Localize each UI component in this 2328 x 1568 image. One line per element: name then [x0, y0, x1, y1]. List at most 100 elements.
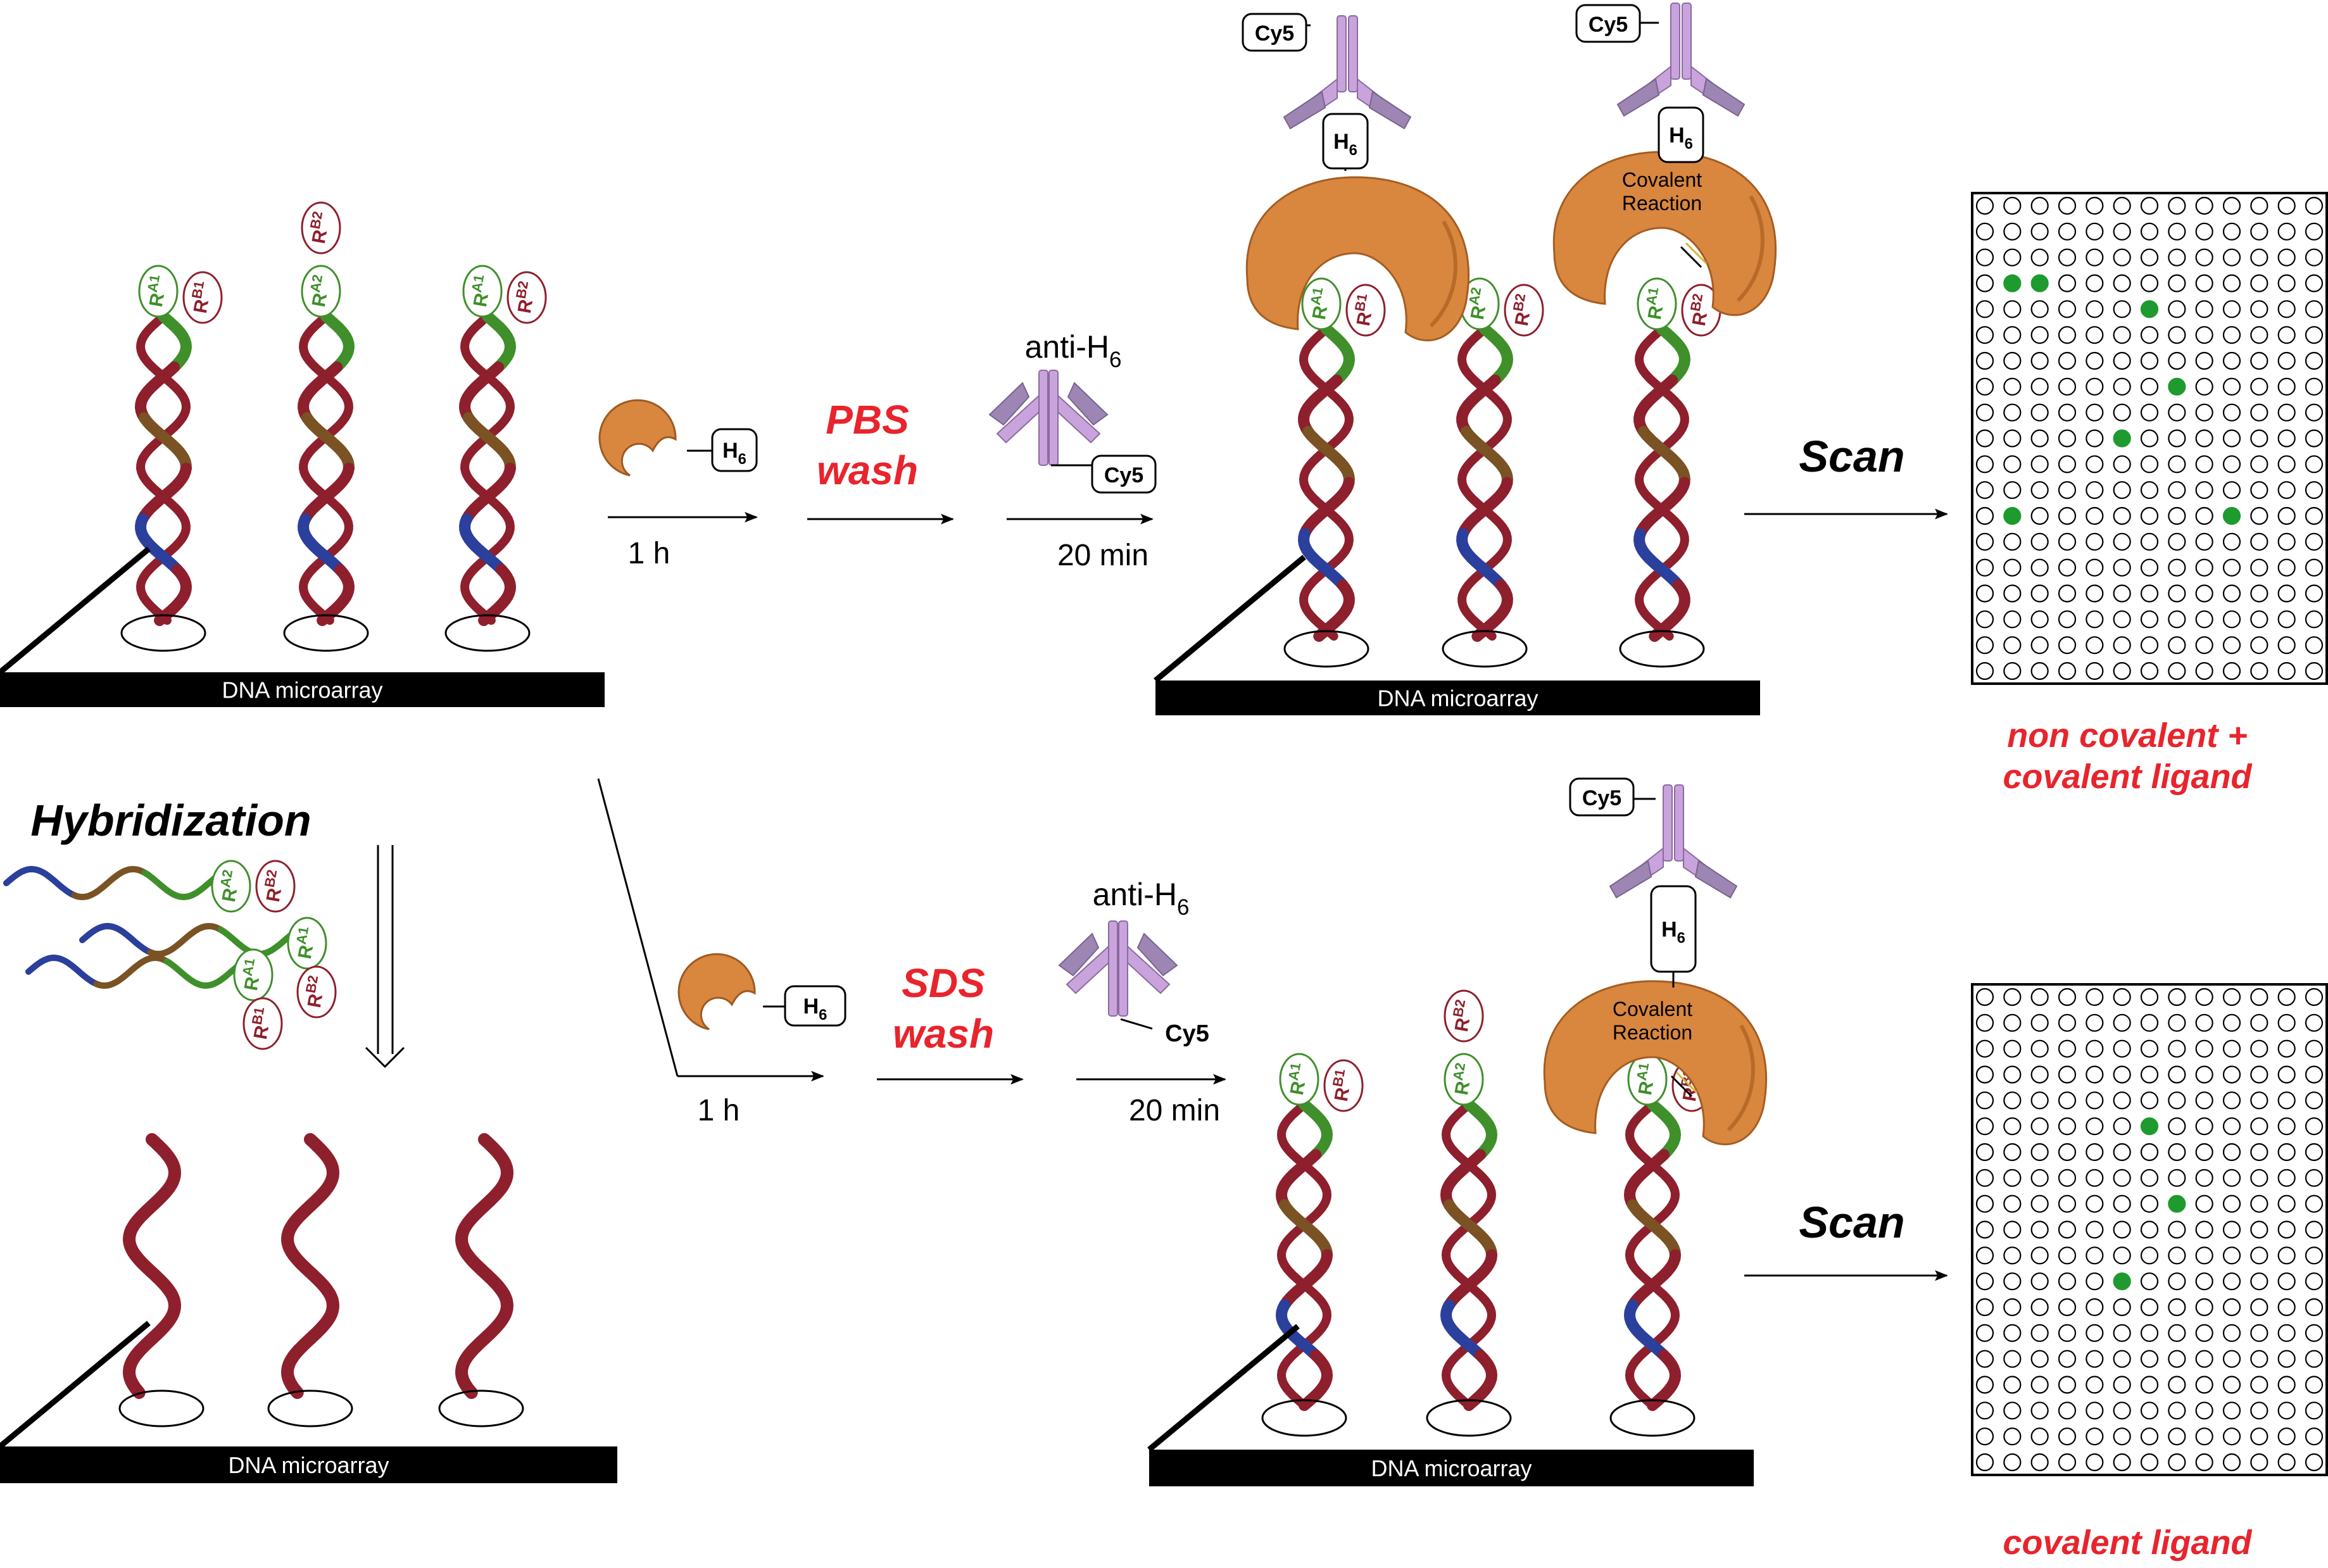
spot-empty [2195, 662, 2213, 681]
spot-empty [2003, 403, 2022, 422]
spot-empty [2277, 1272, 2296, 1291]
bottom-right-strand-3-anchor [1609, 1399, 1696, 1437]
spot-empty [2195, 222, 2213, 241]
top-bound-tag-2-text-sub: 6 [1685, 135, 1693, 153]
top-left-strand-3-ligand-b: RB2 [506, 271, 547, 324]
spot-empty [2030, 662, 2049, 681]
spot-empty [2030, 481, 2049, 499]
spot-empty [2030, 1324, 2049, 1342]
bottom-free-strand-2-ligand-b: RB2 [296, 965, 337, 1019]
spot-empty [2140, 1065, 2159, 1084]
spot-empty [2168, 1298, 2186, 1317]
spot-empty [2030, 377, 2049, 396]
spot-empty [2305, 455, 2324, 474]
spot-empty [2277, 403, 2296, 422]
spot-filled [2140, 300, 2159, 318]
spot-empty [2277, 1065, 2296, 1084]
spot-empty [1975, 506, 1994, 525]
top-left-strand-3-helix-strand-seg [482, 311, 517, 373]
spot-empty [2086, 1117, 2104, 1136]
top-right-strand-1-helix-strand-seg [1321, 323, 1356, 386]
spot-empty [2195, 1298, 2213, 1317]
spot-empty [2222, 1091, 2241, 1110]
spot-empty [2030, 1453, 2049, 1472]
spot-empty [2168, 481, 2186, 499]
spot-empty [2277, 1091, 2296, 1110]
spot-empty [2277, 481, 2296, 499]
spot-empty [2086, 1298, 2104, 1317]
bottom-right-strand-3-ligand-a-text: RA1 [1631, 1062, 1661, 1097]
spot-empty [2305, 506, 2324, 525]
bottom-step3-time: 20 min [1129, 1094, 1220, 1127]
bottom-right-strand-2-helix [1440, 1099, 1498, 1411]
spot-empty [2277, 584, 2296, 603]
top-right-strand-3-anchor [1619, 630, 1705, 668]
spot-empty [2168, 1453, 2186, 1472]
spot-empty [2305, 1324, 2324, 1342]
top-his-tag-box [711, 428, 758, 472]
bottom-free-strand-3-seg [93, 955, 173, 989]
spot-empty [2113, 1117, 2131, 1136]
top-protein-bound-2-body [1552, 151, 1777, 317]
bottom-right-strand-2-helix-strand-seg [1463, 1099, 1498, 1161]
spot-empty [2058, 1376, 2077, 1394]
spot-empty [1975, 584, 1994, 603]
bottom-anchor-1 [118, 1389, 204, 1427]
top-bound-tag-1-text-sub: 6 [1349, 142, 1357, 159]
spot-empty [2195, 1376, 2213, 1394]
top-left-strand-3-helix-strand-seg [460, 312, 492, 372]
spot-empty [2305, 248, 2324, 267]
spot-empty [2222, 1169, 2241, 1187]
spot-empty [2140, 429, 2159, 448]
spot-empty [2058, 377, 2077, 396]
spot-empty [2058, 1013, 2077, 1032]
spot-empty [2030, 1169, 2049, 1187]
top-protein-bound-1-shade [1429, 220, 1457, 328]
spot-empty [2305, 300, 2324, 318]
bottom-left-strand-3-strand [455, 1133, 514, 1399]
spot-filled [2168, 1195, 2186, 1213]
spot-empty [2168, 1220, 2186, 1239]
bottom-right-strand-1-helix [1275, 1099, 1333, 1411]
bottom-right-strand-2-ligand-b-text: RB2 [1447, 998, 1477, 1034]
spot-empty [2222, 1195, 2241, 1213]
spot-empty [2058, 248, 2077, 267]
top-right-strand-1-ligand-a-code: A1 [1307, 286, 1326, 306]
bottom-free-strand-2-ligand-a-code: A1 [293, 925, 312, 946]
bottom-free-strand-1-ligand-a-ring [211, 860, 251, 913]
spot-empty [2113, 1324, 2131, 1342]
top-bound-dye-2: Cy5 [1575, 4, 1641, 43]
top-wash-line2: wash [817, 448, 918, 493]
spot-empty [2003, 1272, 2022, 1291]
spot-empty [2222, 248, 2241, 267]
spot-empty [2195, 1117, 2213, 1136]
top-left-strand-3-helix-strand-seg [460, 413, 512, 473]
bottom-bound-antibody-fc1 [1663, 784, 1673, 862]
spot-empty [2250, 1169, 2268, 1187]
bottom-free-strand-1-ligand-a: RA2 [211, 860, 251, 913]
bottom-antibody [1058, 920, 1178, 1017]
bottom-right-strand-1-helix-strand-seg [1278, 1199, 1333, 1261]
bottom-bound-antibody-lightR [1694, 860, 1738, 899]
top-bound-antibody-1-fc2 [1348, 15, 1358, 92]
bottom-right-strand-2-helix-strand-seg [1441, 1100, 1473, 1160]
top-left-strand-2-ligand-a-ring [301, 265, 341, 318]
top-right-strand-2-helix-strand-seg [1461, 425, 1514, 489]
bottom-free-strand-1-ligand-a-text: RA2 [215, 869, 244, 904]
spot-empty [2277, 1195, 2296, 1213]
bottom-free-strand-1-ligand-b-ring [255, 860, 296, 913]
spot-empty [2305, 988, 2324, 1007]
bottom-protein-bound-shade [1727, 1024, 1755, 1132]
spot-empty [2277, 1453, 2296, 1472]
top-right-strand-2-helix-strand-seg [1479, 323, 1514, 386]
spot-empty [2086, 1091, 2104, 1110]
bottom-wash-line1: SDS [902, 960, 985, 1006]
bottom-right-strand-3-helix-strand-seg [1625, 1200, 1677, 1260]
spot-empty [2086, 1402, 2104, 1420]
bottom-right-strand-1-ligand-b-text: RB1 [1327, 1068, 1357, 1103]
spot-empty [2222, 300, 2241, 318]
spot-empty [1975, 1117, 1994, 1136]
bottom-down-arrow-head [365, 1046, 405, 1069]
top-protein-bound-2-shade [1736, 195, 1765, 303]
spot-empty [2140, 1246, 2159, 1265]
